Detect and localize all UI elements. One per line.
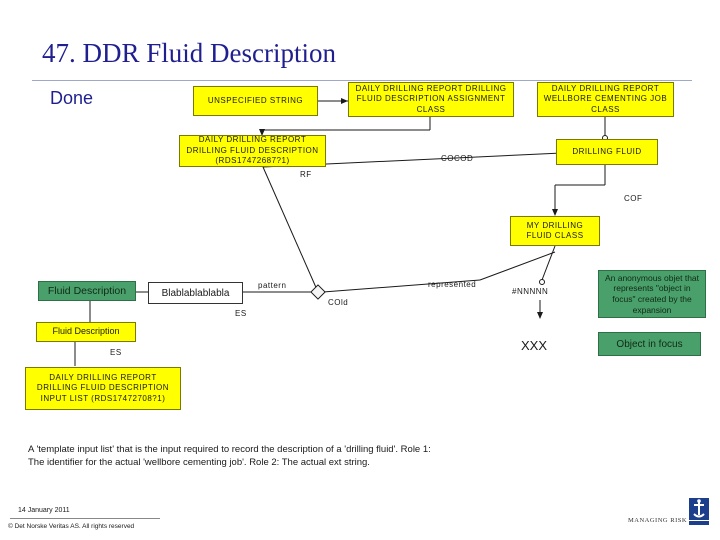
footer-tagline: MANAGING RISK bbox=[628, 517, 688, 524]
anonymous-object-box[interactable]: An anonymous objet that represents "obje… bbox=[598, 270, 706, 318]
footer-divider bbox=[10, 518, 160, 519]
blabla-box[interactable]: Blablablablabla bbox=[148, 282, 243, 304]
represented-label: represented bbox=[428, 280, 477, 289]
input-list-box[interactable]: DAILY DRILLING REPORT DRILLING FLUID DES… bbox=[25, 367, 181, 410]
drilling-fluid-box[interactable]: DRILLING FLUID bbox=[556, 139, 658, 165]
connector-dot-nnnnn bbox=[539, 279, 545, 285]
xxx-label: XXX bbox=[521, 338, 548, 353]
nnnnn-label: #NNNNN bbox=[512, 287, 549, 296]
wellbore-cementing-job-class-box[interactable]: DAILY DRILLING REPORT WELLBORE CEMENTING… bbox=[537, 82, 674, 117]
link-represented-1 bbox=[322, 279, 481, 293]
pattern-label: pattern bbox=[258, 281, 287, 290]
rf-label: RF bbox=[300, 170, 312, 179]
cold-label: COld bbox=[328, 298, 349, 307]
fluid-description-plain-box[interactable]: Fluid Description bbox=[36, 322, 136, 342]
my-drilling-fluid-class-box[interactable]: MY DRILLING FLUID CLASS bbox=[510, 216, 600, 246]
arrowhead-xxx bbox=[537, 312, 543, 319]
link-class-nnnnn bbox=[541, 245, 556, 281]
cof-label: COF bbox=[624, 194, 643, 203]
footer-date: 14 January 2011 bbox=[18, 507, 70, 514]
page-title: 47. DDR Fluid Description bbox=[42, 38, 336, 68]
fluid-description-green-box[interactable]: Fluid Description bbox=[38, 281, 136, 301]
unspecified-string-box[interactable]: UNSPECIFIED STRING bbox=[193, 86, 318, 116]
arrowhead-assignment bbox=[341, 98, 348, 104]
object-in-focus-box[interactable]: Object in focus bbox=[598, 332, 701, 356]
title-divider bbox=[32, 80, 692, 81]
status-label: Done bbox=[50, 88, 94, 108]
link-represented-2 bbox=[479, 251, 556, 281]
cocod-label: COCOD bbox=[441, 154, 474, 163]
assignment-class-box[interactable]: DAILY DRILLING REPORT DRILLING FLUID DES… bbox=[348, 82, 514, 117]
fluid-description-class-box[interactable]: DAILY DRILLING REPORT DRILLING FLUID DES… bbox=[179, 135, 326, 167]
dnv-logo-icon bbox=[680, 497, 718, 527]
es-label-1: ES bbox=[235, 309, 247, 318]
description-note: A 'template input list' that is the inpu… bbox=[28, 444, 431, 469]
es-label-2: ES bbox=[110, 348, 122, 357]
footer-copyright: © Det Norske Veritas AS. All rights rese… bbox=[8, 523, 135, 530]
link-rf-diagonal bbox=[262, 166, 319, 293]
pattern-diamond bbox=[310, 284, 326, 300]
arrowhead-my-class bbox=[552, 209, 558, 216]
arrowhead-fluid-description bbox=[259, 129, 265, 136]
